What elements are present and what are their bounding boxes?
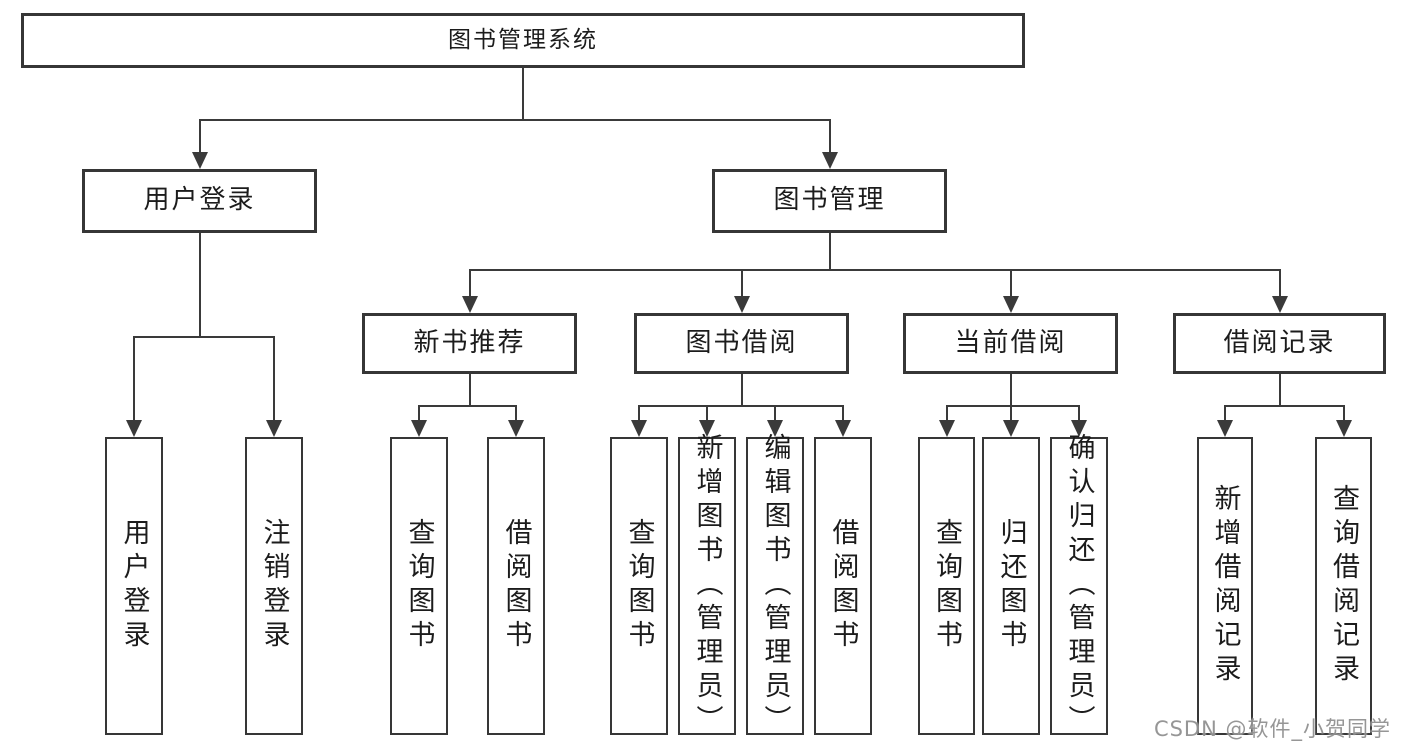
connector-line <box>198 120 201 155</box>
connector-line <box>198 119 831 121</box>
connector-line <box>945 406 948 423</box>
node-label-v-query-books-2: 查询图书 <box>623 518 655 654</box>
node-v-return-books: 归还图书 <box>982 437 1040 735</box>
node-label-v-borrow-books-2: 借阅图书 <box>827 518 859 654</box>
arrowhead-icon <box>266 420 282 437</box>
connector-line <box>468 269 1281 271</box>
node-v-query-record: 查询借阅记录 <box>1315 437 1372 735</box>
node-label-v-query-record: 查询借阅记录 <box>1328 484 1359 688</box>
node-label-v-user-login: 用户登录 <box>118 518 150 654</box>
connector-line <box>842 406 844 423</box>
connector-line <box>468 374 471 406</box>
arrowhead-icon <box>821 152 838 169</box>
node-root: 图书管理系统 <box>21 13 1025 68</box>
node-label-v-borrow-books-1: 借阅图书 <box>500 518 532 654</box>
node-v-add-books: 新增图书（管理员） <box>678 433 736 739</box>
node-label-user-login: 用户登录 <box>143 185 256 216</box>
arrowhead-icon <box>1002 296 1019 313</box>
connector-line <box>1224 405 1345 407</box>
arrowhead-icon <box>1217 420 1233 437</box>
connector-line <box>774 406 776 423</box>
arrowhead-icon <box>733 296 750 313</box>
node-v-query-books-2: 查询图书 <box>610 437 668 735</box>
node-label-v-logout: 注销登录 <box>258 518 290 654</box>
node-label-v-confirm-return: 确认归还（管理员） <box>1063 433 1095 739</box>
node-label-root: 图书管理系统 <box>448 26 598 53</box>
node-book-mgmt: 图书管理 <box>712 169 947 233</box>
node-v-borrow-books-2: 借阅图书 <box>814 437 872 735</box>
node-label-v-query-books-1: 查询图书 <box>403 518 435 654</box>
node-label-book-borrow: 图书借阅 <box>685 327 798 358</box>
arrowhead-icon <box>1271 296 1288 313</box>
node-label-current-borrow: 当前借阅 <box>954 327 1067 358</box>
arrowhead-icon <box>1003 420 1019 437</box>
connector-line <box>418 405 517 407</box>
arrowhead-icon <box>1071 420 1087 437</box>
watermark: CSDN @软件_小贺同学 <box>1153 717 1391 741</box>
arrowhead-icon <box>508 420 524 437</box>
connector-line <box>638 406 640 423</box>
connector-line <box>133 336 275 338</box>
node-borrow-records: 借阅记录 <box>1173 313 1386 374</box>
connector-line <box>273 337 275 423</box>
connector-line <box>1009 270 1012 299</box>
node-new-book-rec: 新书推荐 <box>362 313 577 374</box>
node-v-borrow-books-1: 借阅图书 <box>487 437 545 735</box>
connector-line <box>1278 270 1281 299</box>
node-v-confirm-return: 确认归还（管理员） <box>1050 433 1108 739</box>
node-label-v-edit-books: 编辑图书（管理员） <box>759 433 791 739</box>
connector-line <box>706 406 708 423</box>
node-label-new-book-rec: 新书推荐 <box>413 327 526 358</box>
connector-line <box>133 337 135 423</box>
node-label-v-add-record: 新增借阅记录 <box>1209 484 1241 688</box>
connector-line <box>740 270 743 299</box>
connector-line <box>1224 406 1226 423</box>
connector-line <box>828 233 831 270</box>
connector-line <box>1010 406 1012 423</box>
node-label-borrow-records: 借阅记录 <box>1223 327 1336 358</box>
node-v-add-record: 新增借阅记录 <box>1197 437 1253 735</box>
connector-line <box>740 374 743 406</box>
connector-line <box>1078 406 1080 423</box>
connector-line <box>198 233 201 337</box>
connector-line <box>1278 374 1281 406</box>
node-book-borrow: 图书借阅 <box>634 313 849 374</box>
connector-line <box>418 406 420 423</box>
connector-line <box>522 68 524 120</box>
connector-line <box>468 270 471 299</box>
connector-line <box>828 120 831 155</box>
node-v-query-books-3: 查询图书 <box>918 437 975 735</box>
connector-line <box>945 405 1080 407</box>
arrowhead-icon <box>461 296 478 313</box>
node-label-v-add-books: 新增图书（管理员） <box>691 433 723 739</box>
arrowhead-icon <box>191 152 208 169</box>
arrowhead-icon <box>411 420 427 437</box>
node-label-v-return-books: 归还图书 <box>995 518 1027 654</box>
arrowhead-icon <box>767 420 783 437</box>
node-label-book-mgmt: 图书管理 <box>773 185 886 216</box>
node-current-borrow: 当前借阅 <box>903 313 1118 374</box>
arrowhead-icon <box>1335 420 1352 437</box>
node-v-query-books-1: 查询图书 <box>390 437 448 735</box>
connector-line <box>1342 406 1345 423</box>
connector-line <box>515 406 517 423</box>
node-v-edit-books: 编辑图书（管理员） <box>746 433 804 739</box>
arrowhead-icon <box>126 420 142 437</box>
connector-line <box>638 405 844 407</box>
arrowhead-icon <box>699 420 715 437</box>
node-v-logout: 注销登录 <box>245 437 303 735</box>
node-user-login: 用户登录 <box>82 169 317 233</box>
connector-line <box>1009 374 1012 406</box>
node-label-v-query-books-3: 查询图书 <box>931 518 962 654</box>
node-v-user-login: 用户登录 <box>105 437 163 735</box>
arrowhead-icon <box>938 420 955 437</box>
arrowhead-icon <box>631 420 647 437</box>
arrowhead-icon <box>835 420 851 437</box>
